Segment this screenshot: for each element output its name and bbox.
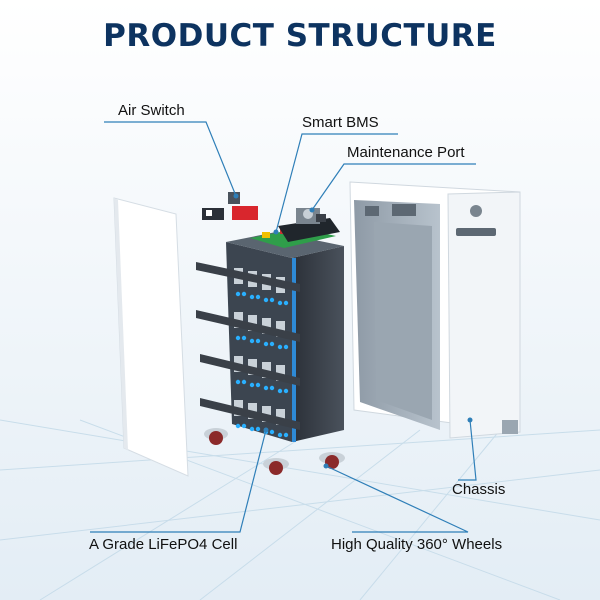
cell-indicator-dot — [255, 426, 261, 432]
cell-terminal — [262, 318, 271, 334]
cell-indicator-dot — [255, 338, 261, 344]
floor-grid — [0, 419, 600, 600]
cell-indicator-dot — [277, 344, 283, 350]
smart-bms — [250, 218, 340, 248]
cell-indicator-dot — [263, 385, 269, 391]
cell-indicator-dot — [269, 385, 275, 391]
cell-indicator-dot — [241, 379, 247, 385]
leader-dots — [233, 193, 473, 469]
cell-indicator-dot — [241, 291, 247, 297]
callout-wheels: High Quality 360° Wheels — [331, 536, 503, 553]
wheels — [204, 428, 345, 475]
maintenance-port — [296, 208, 326, 224]
callout-cell: A Grade LiFePO4 Cell — [89, 536, 238, 553]
cell-indicator-dot — [249, 426, 255, 432]
mounting-rails — [196, 262, 300, 430]
cell-indicator-dot — [263, 297, 269, 303]
leader-lines — [90, 121, 477, 533]
cell-indicator-dot — [283, 344, 289, 350]
callout-air-switch: Air Switch — [118, 102, 185, 119]
page-title: PRODUCT STRUCTURE — [103, 18, 497, 54]
cell-terminal — [276, 321, 285, 337]
cell-terminal — [248, 315, 257, 331]
cell-indicator-dot — [283, 432, 289, 438]
cell-indicator-dot — [235, 423, 241, 429]
cell-indicator-dot — [235, 379, 241, 385]
wheel — [319, 452, 345, 469]
cell-indicator-dot — [283, 388, 289, 394]
wheel — [204, 428, 228, 445]
cell-terminal — [276, 365, 285, 381]
cell-indicator-dot — [263, 341, 269, 347]
cell-indicator-dot — [249, 382, 255, 388]
cell-indicator-dot — [235, 291, 241, 297]
cell-indicator-dot — [277, 300, 283, 306]
side-panel — [113, 197, 189, 477]
cell-indicator-dot — [249, 294, 255, 300]
callout-smart-bms: Smart BMS — [302, 114, 379, 131]
callout-chassis: Chassis — [452, 481, 506, 498]
cell-indicator-dot — [283, 300, 289, 306]
cell-indicator-dot — [277, 388, 283, 394]
cell-indicator-dot — [269, 297, 275, 303]
cell-indicator-dot — [249, 338, 255, 344]
cell-indicator-dot — [269, 429, 275, 435]
cell-indicator-dot — [277, 432, 283, 438]
chassis — [349, 181, 521, 439]
wheel — [263, 458, 289, 475]
cell-terminal — [276, 409, 285, 425]
cell-indicator-dot — [255, 382, 261, 388]
callout-maintenance-port: Maintenance Port — [347, 144, 465, 161]
cell-indicator-dot — [241, 423, 247, 429]
cell-indicator-dot — [235, 335, 241, 341]
cell-indicator-dot — [269, 341, 275, 347]
cell-indicator-dot — [241, 335, 247, 341]
air-switch — [202, 192, 258, 220]
cell-indicator-dot — [255, 294, 261, 300]
